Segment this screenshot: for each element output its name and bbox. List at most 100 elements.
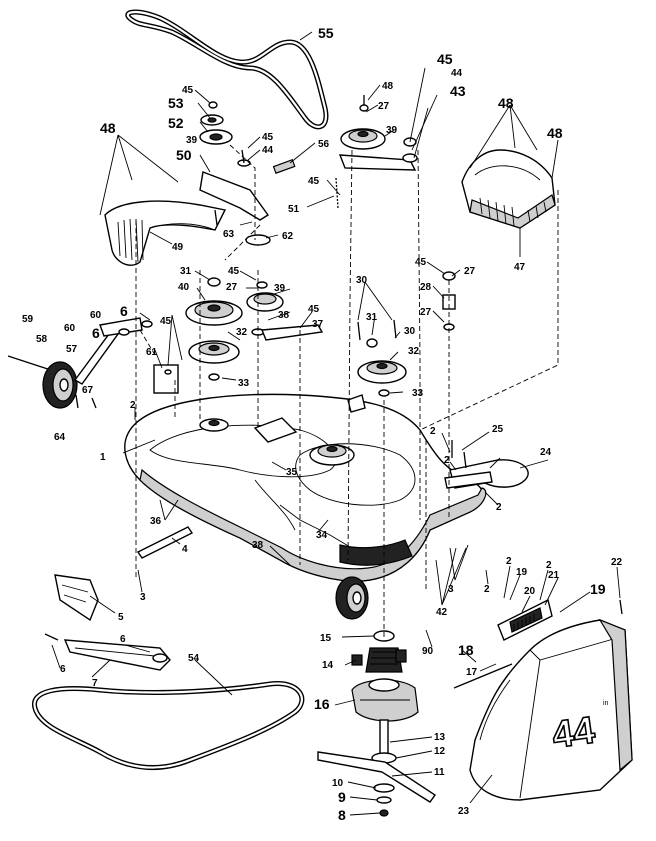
callout-22: 22 <box>611 557 623 568</box>
left-belt-shield <box>104 200 227 266</box>
callout-1: 1 <box>100 452 106 463</box>
lower-deck-belt <box>32 681 305 771</box>
callout-17: 17 <box>466 667 478 678</box>
callout-61: 61 <box>146 347 158 358</box>
callout-57: 57 <box>66 344 78 355</box>
callout-38: 38 <box>278 310 290 321</box>
callout-6: 6 <box>92 325 100 341</box>
callout-2: 2 <box>444 455 450 466</box>
callout-64: 64 <box>54 432 66 443</box>
idler-bracket-assembly-left <box>199 101 296 246</box>
callout-40: 40 <box>178 282 190 293</box>
callout-30: 30 <box>404 326 416 337</box>
callout-49: 49 <box>172 242 184 253</box>
callout-32: 32 <box>236 327 248 338</box>
mower-deck-housing <box>124 393 487 582</box>
callout-39: 39 <box>274 283 286 294</box>
callout-33: 33 <box>412 388 424 399</box>
callout-4: 4 <box>182 544 188 555</box>
callout-62: 62 <box>282 231 294 242</box>
callout-25: 25 <box>492 424 504 435</box>
callout-44: 44 <box>451 68 463 79</box>
callout-52: 52 <box>168 115 184 131</box>
callout-2: 2 <box>484 584 490 595</box>
callout-45: 45 <box>437 51 453 67</box>
callout-45: 45 <box>182 85 194 96</box>
callout-27: 27 <box>420 307 432 318</box>
upper-deck-belt <box>125 9 329 130</box>
chute-hinge <box>453 598 623 689</box>
callout-63: 63 <box>223 229 235 240</box>
rear-bracket <box>444 440 529 489</box>
gauge-wheel-assembly <box>7 317 179 409</box>
callout-30: 30 <box>356 275 368 286</box>
callout-35: 35 <box>286 467 298 478</box>
callout-45: 45 <box>228 266 240 277</box>
callout-20: 20 <box>524 586 536 597</box>
callout-42: 42 <box>436 607 448 618</box>
callout-48: 48 <box>382 81 394 92</box>
callout-23: 23 <box>458 806 470 817</box>
callout-19: 19 <box>590 581 606 597</box>
callout-10: 10 <box>332 778 344 789</box>
callout-36: 39 <box>186 135 198 146</box>
callout-45: 45 <box>262 132 274 143</box>
callout-31: 31 <box>180 266 192 277</box>
blade-spindle-assembly <box>317 630 436 817</box>
callout-14: 14 <box>322 660 334 671</box>
callout-53: 53 <box>168 95 184 111</box>
callout-6: 6 <box>120 303 128 319</box>
callout-37: 37 <box>312 319 324 330</box>
callout-90: 90 <box>422 646 434 657</box>
callout-45: 45 <box>415 257 427 268</box>
callout-9: 9 <box>338 789 346 805</box>
callout-11: 11 <box>434 767 445 778</box>
left-pulley-stack <box>185 277 324 381</box>
callout-36: 36 <box>150 516 162 527</box>
callout-12: 12 <box>434 746 446 757</box>
callout-2: 2 <box>496 502 502 513</box>
callout-7: 7 <box>92 678 98 689</box>
callout-59: 59 <box>22 314 34 325</box>
discharge-chute <box>469 618 633 801</box>
callout-27: 27 <box>464 266 476 277</box>
callout-44: 44 <box>262 145 274 156</box>
callout-38: 38 <box>252 540 264 551</box>
callout-60: 60 <box>64 323 76 334</box>
callout-5: 5 <box>118 612 124 623</box>
callout-50: 50 <box>176 147 192 163</box>
deck-size-decal-mark: in <box>603 700 609 707</box>
callout-27: 27 <box>226 282 238 293</box>
callout-48: 48 <box>498 95 514 111</box>
callout-39: 39 <box>386 125 398 136</box>
deck-hanger-brackets <box>44 526 194 671</box>
callout-6: 6 <box>120 634 126 645</box>
callout-27: 27 <box>378 101 390 112</box>
callout-48: 48 <box>100 120 116 136</box>
callout-28: 28 <box>420 282 432 293</box>
callout-2: 2 <box>546 560 552 571</box>
part-callouts: 55 45 53 52 39 50 45 44 56 45 51 63 62 4… <box>22 25 623 823</box>
assembly-alignment-lines <box>135 144 559 640</box>
callout-2: 2 <box>506 556 512 567</box>
callout-24: 24 <box>540 447 552 458</box>
deck-size-decal: 44 <box>550 709 598 756</box>
callout-45: 45 <box>160 316 172 327</box>
callout-32: 32 <box>408 346 420 357</box>
callout-45: 45 <box>308 176 320 187</box>
callout-60: 60 <box>90 310 102 321</box>
callout-55: 55 <box>318 25 334 41</box>
callout-leader-lines <box>51 31 621 816</box>
callout-18: 18 <box>458 642 474 658</box>
callout-2: 2 <box>430 426 436 437</box>
callout-19: 19 <box>516 567 528 578</box>
callout-54: 54 <box>188 653 200 664</box>
right-pulley-stack <box>357 271 456 397</box>
callout-3: 3 <box>448 584 454 595</box>
right-belt-shield <box>461 149 556 229</box>
callout-21: 21 <box>548 570 560 581</box>
idler-bracket-assembly-right <box>335 95 418 209</box>
callout-47: 47 <box>514 262 526 273</box>
